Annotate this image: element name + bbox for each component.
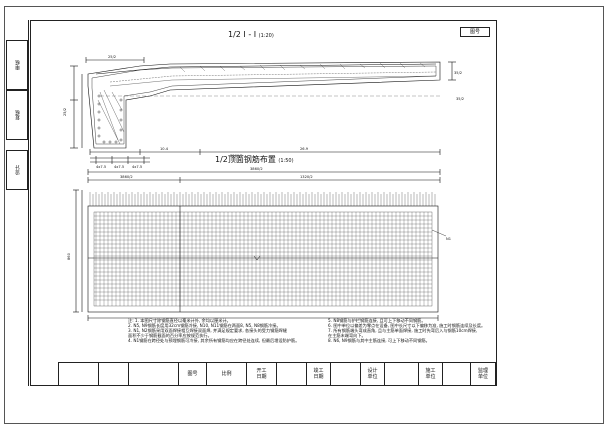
title-block-blank-5 (330, 362, 360, 385)
side-cell-recheck: 复核 (6, 90, 28, 140)
title-block-blank-6 (384, 362, 418, 385)
note-line: 3. N1, N2钢筋采用双面焊接相互焊接双面焊, 并满足规定要求, 各接头的受… (128, 328, 287, 333)
note-line: 2. N5, N9钢筋长度用32cm钢筋冷接, N10, N11钢筋在两面8, … (128, 323, 281, 328)
page-border (4, 6, 604, 424)
title-block-blank-7 (442, 362, 470, 385)
dim-bottom-part-3: 4x7.5 (132, 165, 142, 169)
note-line: 5. N8钢筋与护栏钢筋连接, 且可上下移动不同钢筋。 (328, 318, 426, 323)
title-block-blank-1 (58, 362, 98, 385)
plan-dim-right-label: N1 (446, 237, 451, 241)
title-block-supervision-unit: 监理 单位 (470, 362, 496, 385)
plan-title-scale: (1:50) (278, 158, 294, 164)
dim-bottom-part-2: 4x7.5 (114, 165, 124, 169)
drawing-frame (30, 20, 497, 386)
dim-right-height: 35/2 (454, 71, 462, 75)
title-block-start-date: 开工 日期 (246, 362, 276, 385)
side-strip (6, 20, 29, 386)
title-block-blank-2 (98, 362, 128, 385)
plan-vertical-ticks (89, 192, 436, 206)
note-line: 6. 图中单位以偏差为零点在设备, 图中长尺寸以下偏移为准, 施工时钢筋连续及长… (328, 323, 486, 328)
plan-rebar-layout (73, 169, 447, 321)
dim-base-total: 3860/2 (230, 154, 243, 158)
plan-dim-top-right: 1320/2 (300, 175, 313, 179)
title-block-end-date: 竣工 日期 (306, 362, 330, 385)
title-block-design-unit: 设计 单位 (360, 362, 384, 385)
dimension-labels: 25/2 25/2 35/2 35/2 10.4 26.9 3860/2 4x7… (63, 55, 464, 260)
dim-bottom-right: 26.9 (300, 147, 309, 151)
note-line: 在主筋末端弯向下。 (328, 333, 366, 338)
side-cell-review: 审核 (6, 40, 28, 90)
side-cell-design: 设计 (6, 150, 28, 190)
section-title-text: 1/2 I - I (228, 30, 257, 39)
title-block-blank-4 (276, 362, 306, 385)
dim-right-span: 35/2 (456, 97, 464, 101)
section-title: 1/2 I - I (1:20) (228, 30, 274, 39)
notes-right: 5. N8钢筋与护栏钢筋连接, 且可上下移动不同钢筋。 6. 图中单位以偏差为零… (328, 318, 485, 343)
title-block (58, 362, 496, 386)
dim-left-height: 25/2 (63, 108, 67, 116)
note-line: 7. 所有钢筋端头弯成直角, 且与主筋单面焊接, 施工时先弯后入与钢筋10cm焊… (328, 328, 478, 333)
section-deck (70, 57, 456, 164)
title-block-scale: 比例 (206, 362, 246, 385)
plan-dim-top-left: 3860/2 (120, 175, 133, 179)
notes-left: 注: 1. 本图尺寸除钢筋直径以毫米计外, 余均以厘米计。 2. N5, N9钢… (128, 318, 299, 343)
plan-dim-top-total: 3860/2 (250, 167, 263, 171)
title-block-drawing-no: 图号 (178, 362, 206, 385)
note-line: 面积不少于钢筋截面的百分率应按规范执行。 (128, 333, 212, 338)
plan-mesh-horizontal (94, 215, 432, 301)
note-line: 4. N1钢筋在跨径处与预埋钢筋可冷接, 其余所有钢筋均应在跨径处连续, 但最后… (128, 338, 300, 343)
sheet-number-box: 图号 (460, 27, 490, 37)
plan-mesh-vertical (95, 212, 429, 306)
plan-title: 1/2顶面钢筋布置 (1:50) (215, 154, 294, 165)
note-line: 8. N6, N9钢筋与其中主筋连接, 可上下移动不同钢筋。 (328, 338, 430, 343)
plan-dim-left-height: 860 (67, 252, 71, 260)
section-title-scale: (1:20) (258, 33, 274, 39)
dim-bottom-left: 10.4 (160, 147, 169, 151)
note-line: 注: 1. 本图尺寸除钢筋直径以毫米计外, 余均以厘米计。 (128, 318, 231, 323)
dim-bottom-part-1: 4x7.5 (96, 165, 106, 169)
title-block-blank-3 (128, 362, 178, 385)
plan-title-text: 1/2顶面钢筋布置 (215, 155, 276, 164)
title-block-construction-unit: 施工 单位 (418, 362, 442, 385)
dim-top-left: 25/2 (108, 55, 116, 59)
